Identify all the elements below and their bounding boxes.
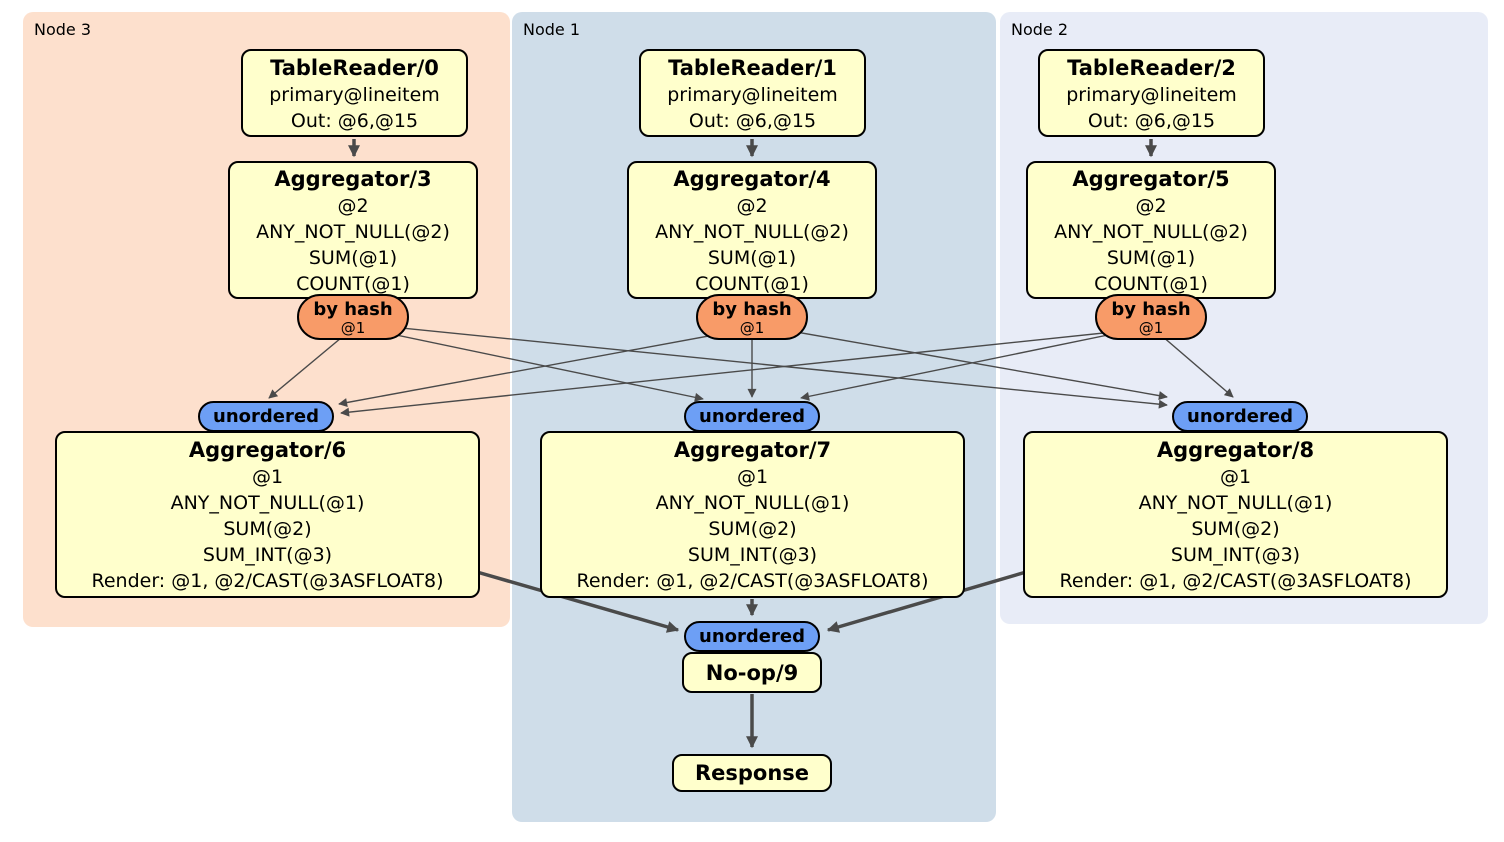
operator-noop-9: No-op/9 bbox=[682, 652, 822, 693]
operator-title: Aggregator/5 bbox=[1072, 167, 1230, 191]
router-label: by hash bbox=[1111, 299, 1191, 320]
operator-detail: SUM(@1) bbox=[308, 247, 398, 269]
router-label: by hash bbox=[712, 299, 792, 320]
operator-aggregator-8: Aggregator/8 @1 ANY_NOT_NULL(@1) SUM(@2)… bbox=[1023, 431, 1448, 598]
operator-response: Response bbox=[672, 754, 832, 792]
operator-aggregator-6: Aggregator/6 @1 ANY_NOT_NULL(@1) SUM(@2)… bbox=[55, 431, 480, 598]
stream-unordered-final: unordered bbox=[684, 621, 820, 652]
operator-detail: Out: @6,@15 bbox=[290, 110, 419, 132]
operator-detail: Out: @6,@15 bbox=[688, 110, 817, 132]
operator-title: TableReader/2 bbox=[1067, 56, 1236, 80]
operator-title: No-op/9 bbox=[705, 660, 799, 685]
operator-detail: primary@lineitem bbox=[1066, 84, 1237, 106]
operator-detail: COUNT(@1) bbox=[1094, 273, 1208, 295]
operator-detail: @1 bbox=[251, 466, 284, 488]
operator-detail: SUM(@2) bbox=[1191, 518, 1280, 540]
operator-title: Aggregator/4 bbox=[673, 167, 831, 191]
edge-aggregator6-unordered-final bbox=[469, 568, 680, 633]
operator-detail: Render: @1, @2/CAST(@3ASFLOAT8) bbox=[576, 570, 929, 592]
operator-title: Aggregator/6 bbox=[188, 438, 347, 462]
router-byhash-node3: by hash @1 bbox=[297, 294, 409, 340]
router-byhash-node1: by hash @1 bbox=[696, 294, 808, 340]
stream-label: unordered bbox=[699, 405, 805, 427]
edge-byhash1-unordered2 bbox=[761, 325, 1168, 401]
operator-detail: COUNT(@1) bbox=[695, 273, 809, 295]
operator-detail: primary@lineitem bbox=[269, 84, 440, 106]
operator-detail: SUM(@1) bbox=[1106, 247, 1196, 269]
stream-unordered-node1: unordered bbox=[684, 401, 820, 432]
router-detail: @1 bbox=[1138, 319, 1164, 337]
operator-detail: SUM(@1) bbox=[707, 247, 797, 269]
operator-tablereader-2: TableReader/2 primary@lineitem Out: @6,@… bbox=[1038, 49, 1265, 137]
operator-detail: COUNT(@1) bbox=[296, 273, 410, 295]
operator-aggregator-3: Aggregator/3 @2 ANY_NOT_NULL(@2) SUM(@1)… bbox=[228, 161, 478, 299]
operator-detail: @1 bbox=[1219, 466, 1252, 488]
stream-label: unordered bbox=[699, 625, 805, 647]
region-label-node-2: Node 2 bbox=[1011, 20, 1069, 39]
operator-detail: ANY_NOT_NULL(@2) bbox=[655, 221, 849, 243]
operator-title: TableReader/1 bbox=[668, 56, 837, 80]
edge-aggregator8-unordered-final bbox=[826, 568, 1034, 633]
operator-detail: SUM_INT(@3) bbox=[1170, 544, 1301, 566]
operator-title: Aggregator/7 bbox=[673, 438, 832, 462]
region-label-node-1: Node 1 bbox=[523, 20, 581, 39]
operator-detail: Render: @1, @2/CAST(@3ASFLOAT8) bbox=[91, 570, 444, 592]
edge-byhash2-unordered2 bbox=[1154, 329, 1234, 398]
edge-byhash2-unordered1 bbox=[800, 327, 1143, 401]
edge-byhash3-unordered1 bbox=[352, 325, 704, 402]
router-byhash-node2: by hash @1 bbox=[1095, 294, 1207, 340]
operator-detail: @2 bbox=[1135, 195, 1167, 217]
operator-tablereader-1: TableReader/1 primary@lineitem Out: @6,@… bbox=[639, 49, 866, 137]
operator-title: Aggregator/8 bbox=[1156, 438, 1315, 462]
operator-detail: SUM(@2) bbox=[708, 518, 797, 540]
edge-byhash3-unordered2 bbox=[361, 323, 1168, 409]
operator-detail: ANY_NOT_NULL(@1) bbox=[1138, 492, 1333, 514]
operator-detail: ANY_NOT_NULL(@2) bbox=[1054, 221, 1248, 243]
operator-detail: @1 bbox=[736, 466, 769, 488]
operator-detail: ANY_NOT_NULL(@2) bbox=[256, 221, 450, 243]
operator-aggregator-5: Aggregator/5 @2 ANY_NOT_NULL(@2) SUM(@1)… bbox=[1026, 161, 1276, 299]
operator-title: Response bbox=[694, 761, 810, 785]
stream-unordered-node3: unordered bbox=[198, 401, 334, 432]
edge-byhash1-unordered3 bbox=[338, 327, 753, 407]
operator-detail: SUM_INT(@3) bbox=[687, 544, 818, 566]
operator-aggregator-7: Aggregator/7 @1 ANY_NOT_NULL(@1) SUM(@2)… bbox=[540, 431, 965, 598]
stream-label: unordered bbox=[1187, 405, 1293, 427]
operator-title: TableReader/0 bbox=[270, 56, 439, 80]
region-label-node-3: Node 3 bbox=[34, 20, 92, 39]
operator-detail: SUM(@2) bbox=[223, 518, 312, 540]
operator-tablereader-0: TableReader/0 primary@lineitem Out: @6,@… bbox=[241, 49, 468, 137]
edge-byhash2-unordered3 bbox=[340, 327, 1152, 417]
operator-title: Aggregator/3 bbox=[274, 167, 432, 191]
operator-detail: @2 bbox=[736, 195, 768, 217]
operator-detail: Out: @6,@15 bbox=[1087, 110, 1216, 132]
operator-detail: primary@lineitem bbox=[667, 84, 838, 106]
router-detail: @1 bbox=[340, 319, 366, 337]
operator-detail: @2 bbox=[337, 195, 369, 217]
stream-label: unordered bbox=[213, 405, 319, 427]
router-label: by hash bbox=[313, 299, 393, 320]
operator-detail: ANY_NOT_NULL(@1) bbox=[170, 492, 365, 514]
operator-detail: Render: @1, @2/CAST(@3ASFLOAT8) bbox=[1059, 570, 1412, 592]
stream-unordered-node2: unordered bbox=[1172, 401, 1308, 432]
operator-detail: SUM_INT(@3) bbox=[202, 544, 333, 566]
operator-aggregator-4: Aggregator/4 @2 ANY_NOT_NULL(@2) SUM(@1)… bbox=[627, 161, 877, 299]
router-detail: @1 bbox=[739, 319, 765, 337]
operator-detail: ANY_NOT_NULL(@1) bbox=[655, 492, 850, 514]
